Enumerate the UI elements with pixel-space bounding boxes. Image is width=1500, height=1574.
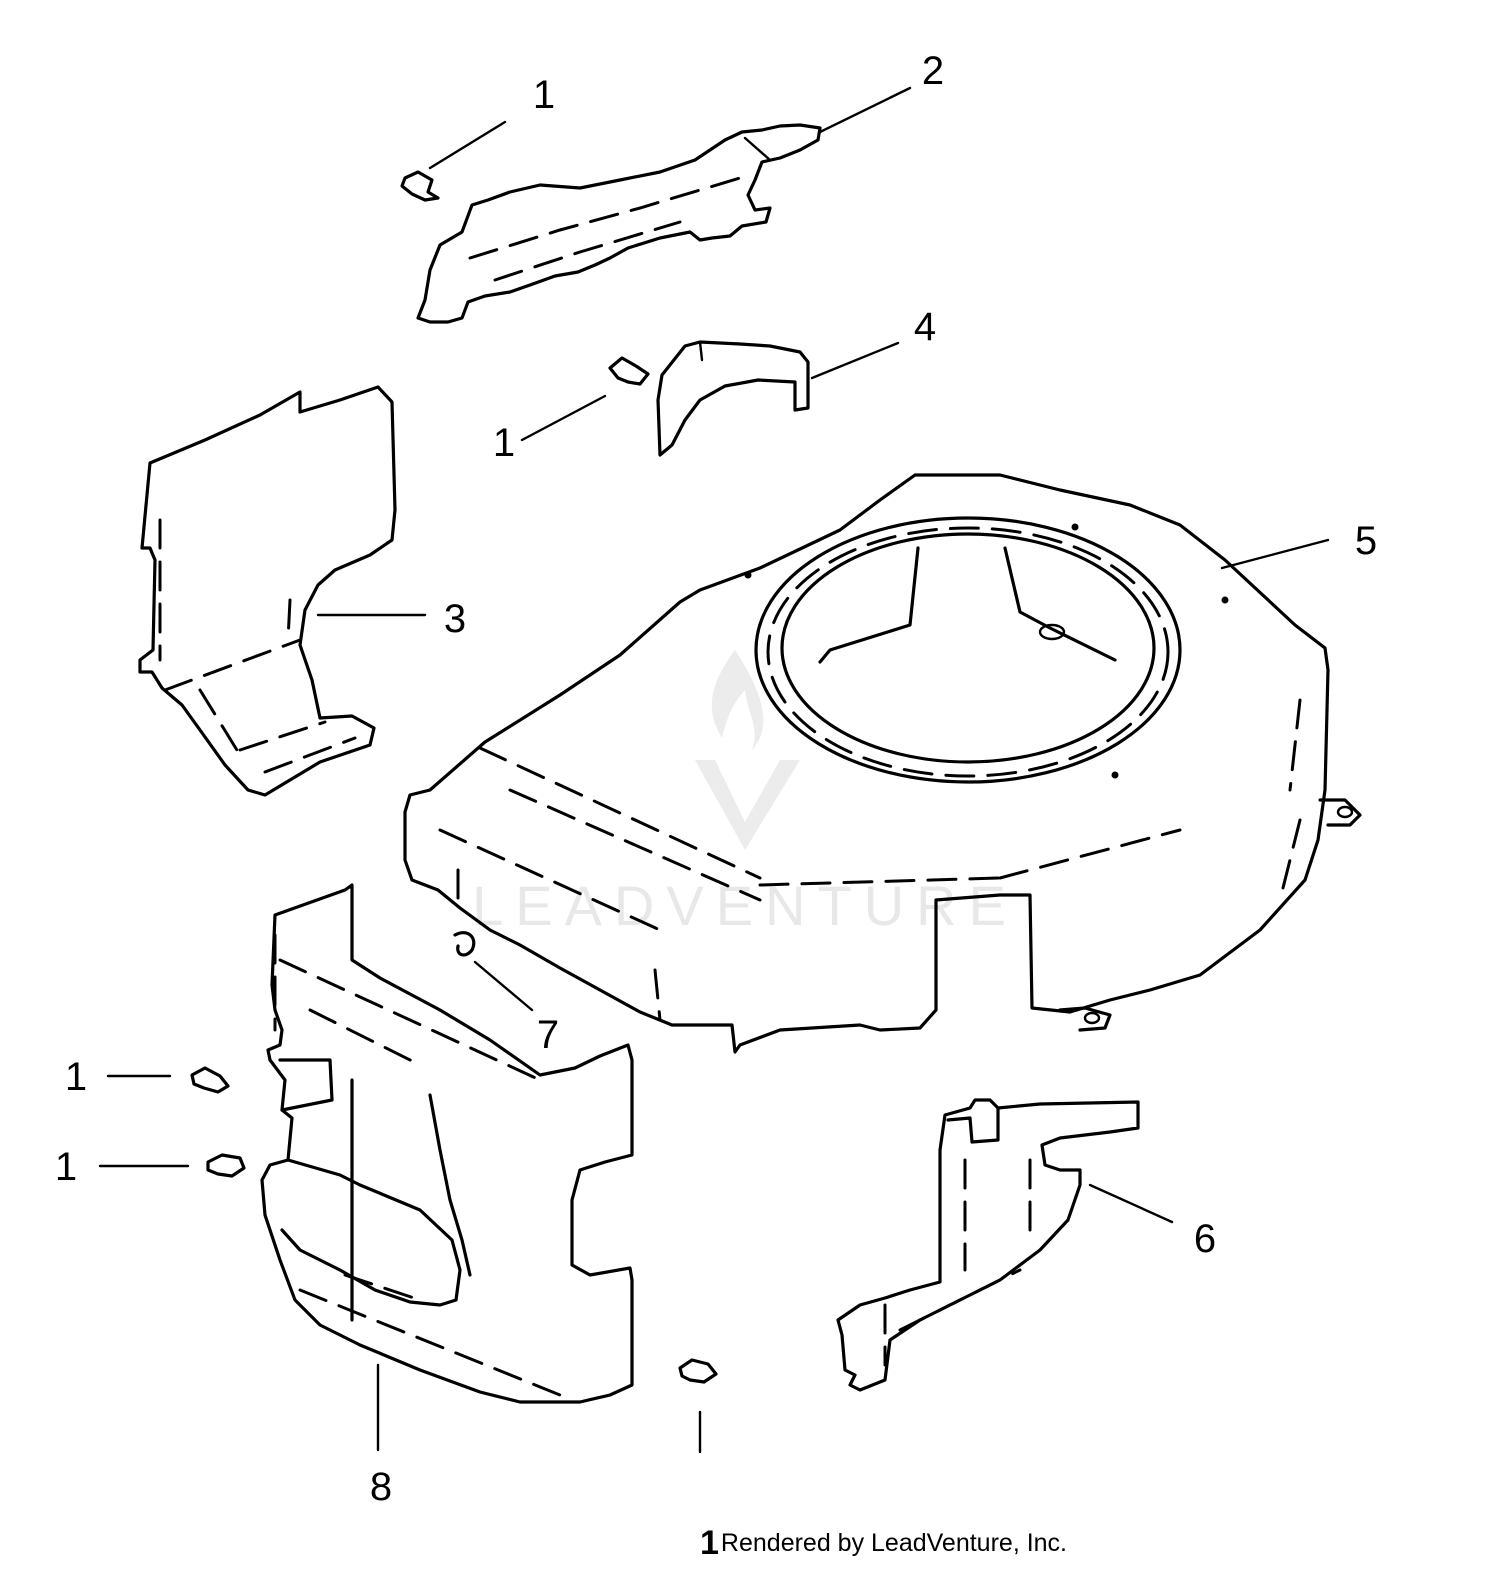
callout-1-mid: 1: [493, 421, 515, 465]
part-1-clip-left-lower: [206, 1153, 246, 1178]
footer-mark: 1: [700, 1524, 719, 1562]
callout-1-top: 1: [533, 73, 555, 117]
part-5-blower-housing: [403, 473, 1362, 1054]
callout-5: 5: [1355, 519, 1377, 563]
part-1-clip-left-upper: [190, 1066, 230, 1094]
render-credit: 1Rendered by LeadVenture, Inc.: [700, 1524, 1067, 1563]
leader-4: [810, 341, 900, 380]
callout-2: 2: [922, 49, 944, 93]
leader-1-top: [428, 120, 507, 170]
footer-text: Rendered by LeadVenture, Inc.: [720, 1529, 1068, 1557]
callout-4: 4: [914, 305, 936, 349]
part-4-deflector: [656, 340, 810, 457]
part-8-lower-shroud: [260, 883, 634, 1404]
callout-1-left-lower: 1: [55, 1145, 77, 1189]
leader-6: [1088, 1183, 1174, 1224]
callout-3: 3: [444, 597, 466, 641]
leader-7: [473, 960, 534, 1012]
callout-1-left-upper: 1: [65, 1055, 87, 1099]
leader-1-mid: [520, 394, 607, 442]
callout-8: 8: [370, 1465, 392, 1509]
leader-5: [1220, 538, 1330, 570]
part-6-bracket: [836, 1098, 1140, 1392]
part-1-clip-bottom: [678, 1358, 718, 1384]
part-7-screw: [453, 931, 476, 957]
leader-2: [818, 86, 912, 134]
callout-7: 7: [537, 1013, 559, 1057]
part-3-side-baffle: [138, 385, 397, 797]
part-1-clip-top: [400, 170, 440, 202]
leadventure-watermark: LEADVENTURE: [472, 650, 1006, 937]
callout-6: 6: [1194, 1217, 1216, 1261]
part-1-clip-mid: [608, 356, 650, 386]
part-2-upper-baffle: [416, 123, 822, 324]
